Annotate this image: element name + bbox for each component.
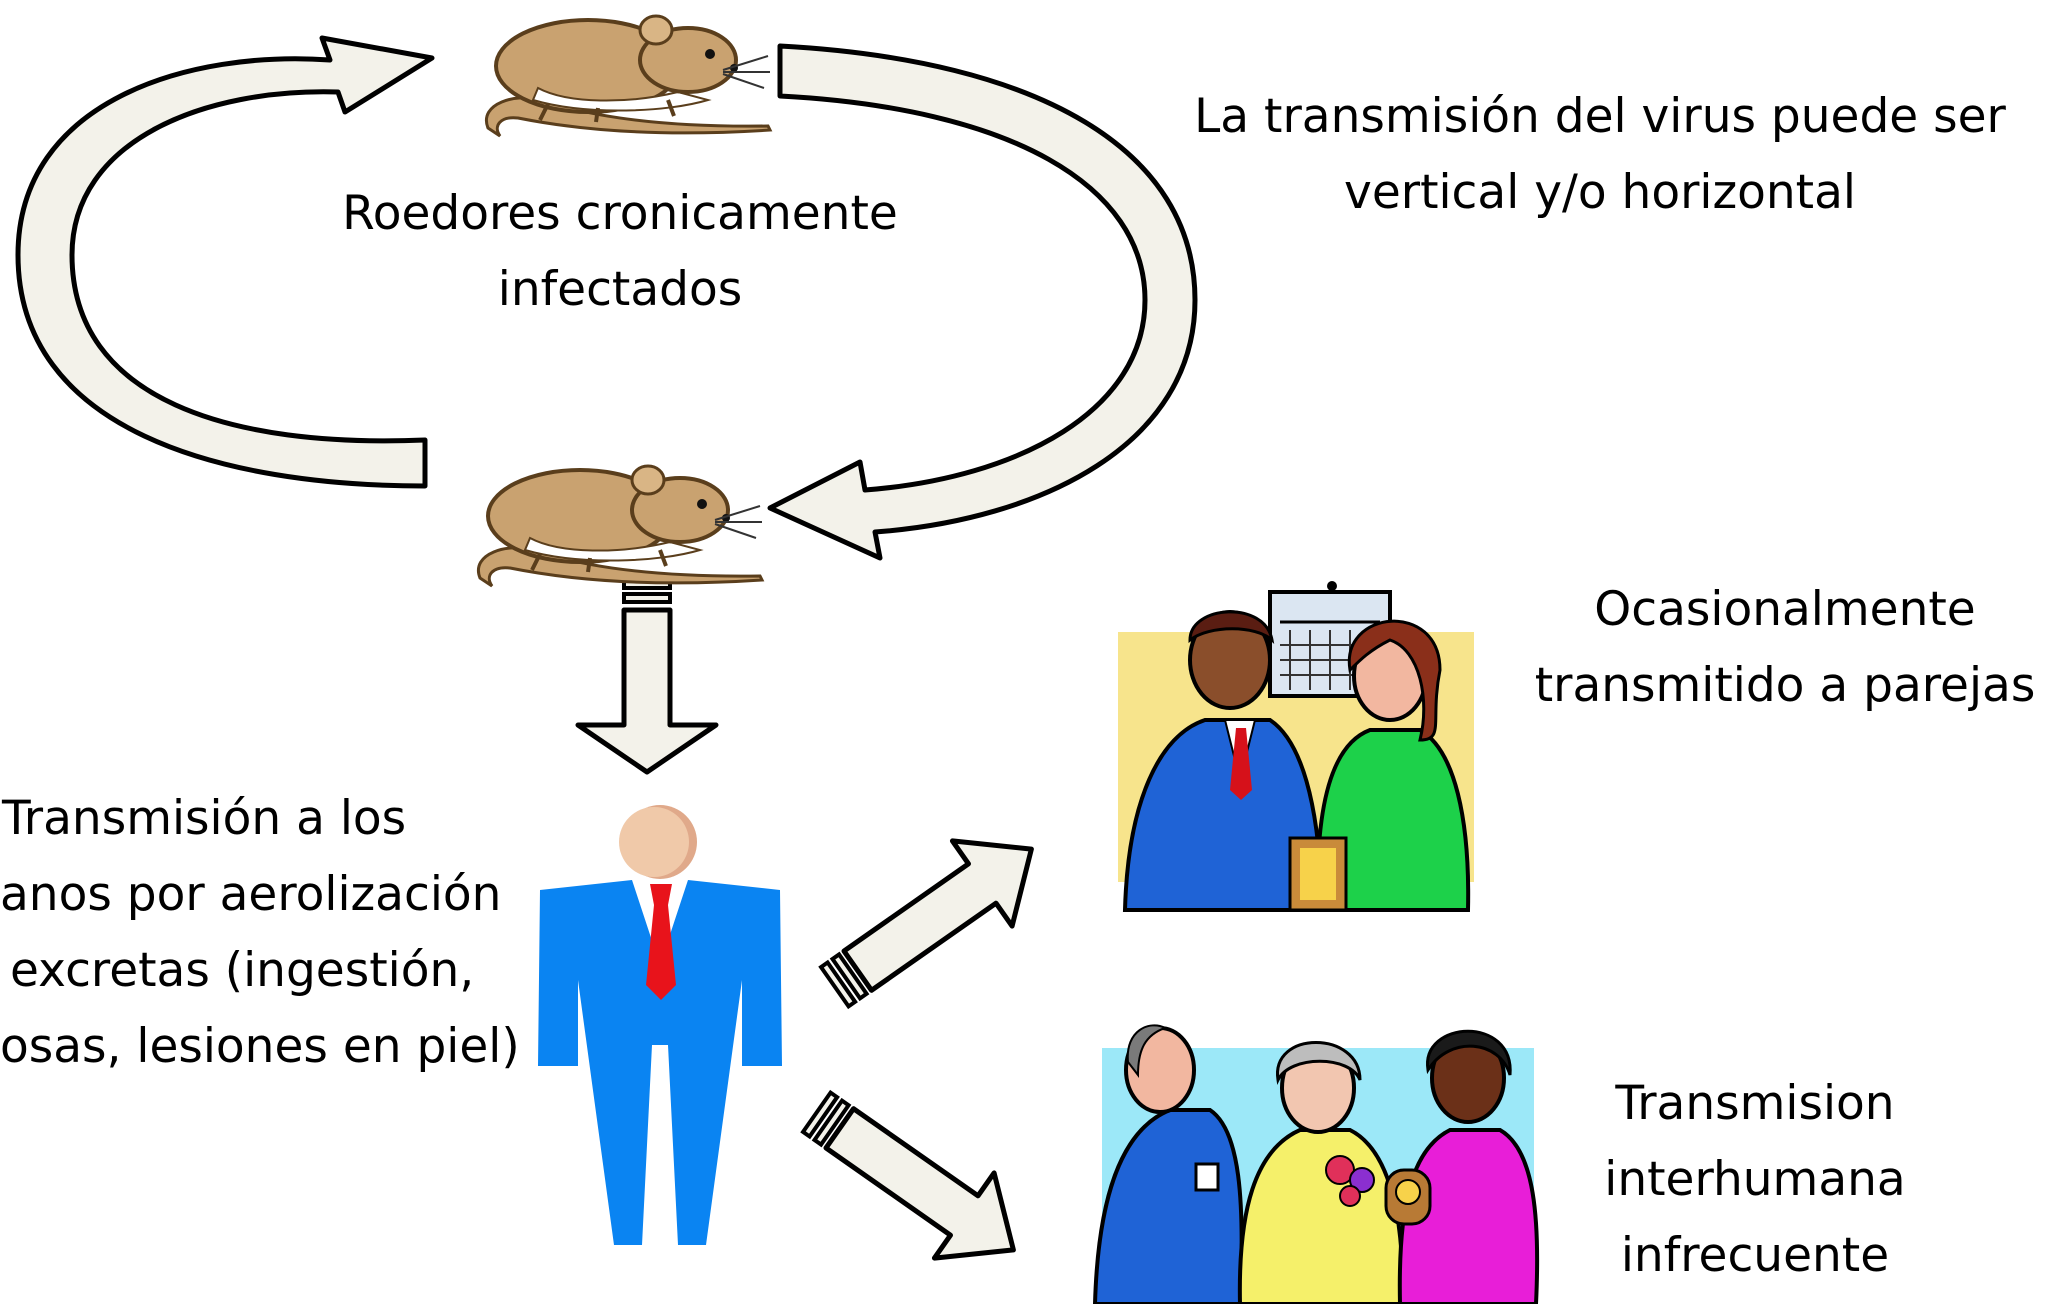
interhuman-label-line3: infrecuente <box>1620 1228 1890 1283</box>
rodent-cycle-label: Roedores cronicamente infectados <box>300 176 940 328</box>
right-cycle-arrow <box>767 43 1198 561</box>
partner-label: Ocasionalmente transmitido a parejas <box>1510 572 2060 724</box>
human-transmission-label-line1: Transmisión a los <box>2 791 407 846</box>
human-transmission-label-line3: excretas (ingestión, <box>10 943 475 998</box>
group-clipart-icon <box>1092 1024 1540 1304</box>
rodent-cycle-label-line1: Roedores cronicamente <box>342 186 898 241</box>
human-transmission-label-line2: anos por aerolización <box>0 867 502 922</box>
interhuman-label-line1: Transmision <box>1615 1076 1895 1131</box>
partner-label-line2: transmitido a parejas <box>1534 658 2036 713</box>
partner-label-line1: Ocasionalmente <box>1594 582 1976 637</box>
couple-clipart-icon <box>1118 581 1474 912</box>
interhuman-label-line2: interhumana <box>1604 1152 1906 1207</box>
arrow-to-group <box>800 1089 1016 1261</box>
rodent-top-icon <box>484 14 773 138</box>
human-transmission-label: Transmisión a los anos por aerolización … <box>0 781 540 1085</box>
interhuman-label: Transmision interhumana infrecuente <box>1530 1066 1980 1294</box>
left-cycle-arrow <box>15 35 435 489</box>
transmission-type-label-line2: vertical y/o horizontal <box>1344 165 1856 220</box>
arrow-to-couple <box>818 838 1034 1010</box>
down-arrow <box>575 578 719 775</box>
rodent-cycle-label-line2: infectados <box>497 262 743 317</box>
transmission-type-label-line1: La transmisión del virus puede ser <box>1194 89 2006 144</box>
person-icon <box>538 805 782 1245</box>
transmission-type-label: La transmisión del virus puede ser verti… <box>1160 79 2040 231</box>
rodent-bottom-icon <box>476 464 765 588</box>
human-transmission-label-line4: osas, lesiones en piel) <box>0 1019 520 1074</box>
